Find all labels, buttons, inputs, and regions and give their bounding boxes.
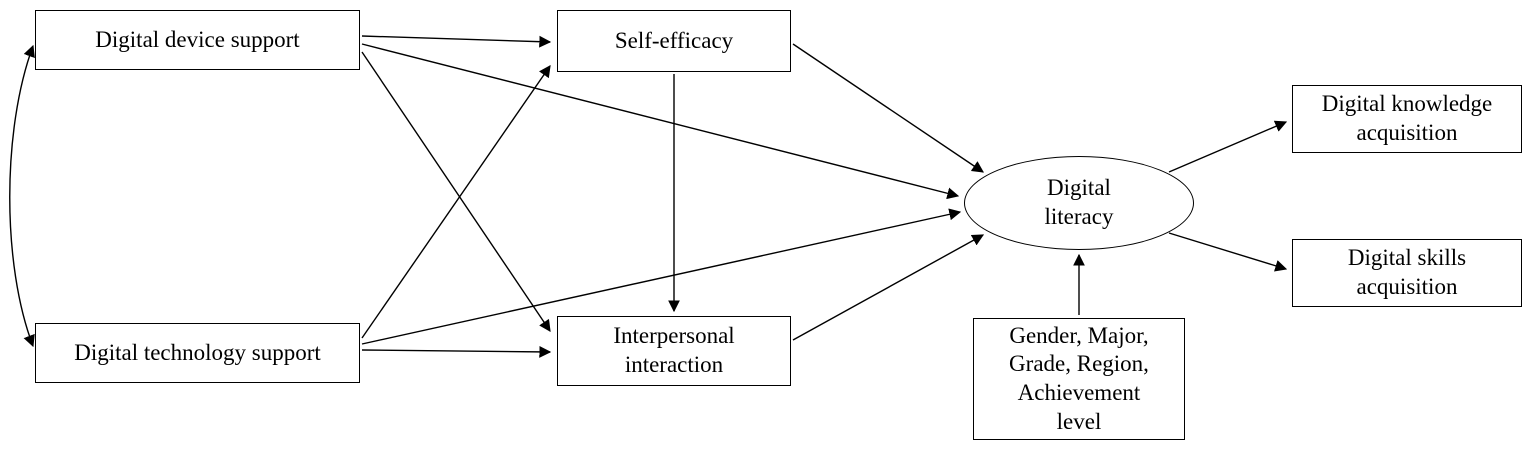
node-digital-device-support-label: Digital device support	[95, 26, 300, 52]
node-digital-literacy: Digital literacy	[964, 156, 1194, 250]
node-digital-technology-support: Digital technology support	[35, 323, 360, 383]
node-digital-technology-support-label: Digital technology support	[74, 339, 321, 365]
edge-digital-literacy-to-skills	[1168, 232, 1288, 272]
edge-device-to-self-efficacy	[361, 35, 552, 48]
edge-digital-literacy-to-knowledge	[1168, 120, 1288, 173]
node-covariates: Gender, Major, Grade, Region, Achievemen…	[973, 318, 1185, 440]
node-digital-knowledge-acquisition: Digital knowledge acquisition	[1292, 85, 1522, 153]
edge-technology-to-self-efficacy	[361, 65, 551, 339]
node-digital-skills-acquisition-label: Digital skills acquisition	[1347, 245, 1467, 299]
node-digital-knowledge-acquisition-label: Digital knowledge acquisition	[1321, 91, 1493, 145]
edge-correlation-device-technology	[9, 44, 35, 348]
node-interpersonal-interaction: Interpersonal interaction	[557, 316, 791, 386]
edge-technology-to-digital-literacy	[361, 208, 962, 345]
node-digital-skills-acquisition: Digital skills acquisition	[1292, 239, 1522, 307]
node-covariates-label: Gender, Major, Grade, Region, Achievemen…	[1009, 322, 1149, 434]
edge-device-to-interpersonal	[361, 51, 551, 332]
edge-device-to-digital-literacy	[361, 43, 960, 200]
node-interpersonal-interaction-label: Interpersonal interaction	[613, 323, 735, 377]
edge-interpersonal-to-digital-literacy	[792, 234, 985, 341]
node-digital-device-support: Digital device support	[35, 10, 360, 70]
node-self-efficacy: Self-efficacy	[557, 10, 791, 72]
edge-self-efficacy-to-digital-literacy	[792, 43, 984, 173]
edge-technology-to-interpersonal	[361, 345, 552, 358]
node-digital-literacy-label: Digital literacy	[1044, 175, 1114, 229]
node-self-efficacy-label: Self-efficacy	[614, 27, 734, 53]
